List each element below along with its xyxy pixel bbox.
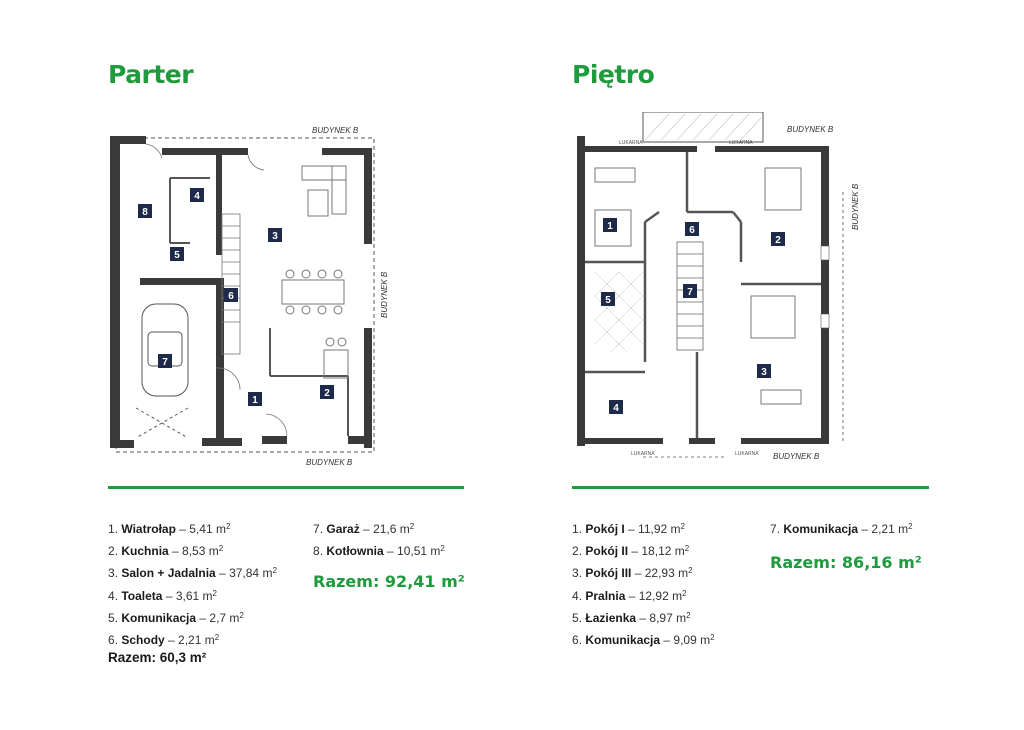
svg-text:4: 4 (613, 403, 619, 414)
pietro-heading: Piętro (572, 60, 655, 89)
list-item: 3. Pokój III – 22,93 m2 (572, 566, 693, 581)
first-floor-plan: 1 2 3 4 5 6 7 BUDYNEK B BUDYNEK B BUDYNE… (577, 112, 860, 461)
divider-pietro (572, 486, 929, 489)
list-item: 2. Pokój II – 18,12 m2 (572, 544, 690, 559)
list-item: 5. Komunikacja – 2,7 m2 (108, 610, 244, 625)
svg-text:8: 8 (142, 207, 148, 218)
list-item: 1. Pokój I – 11,92 m2 (572, 522, 685, 536)
list-item: 5. Łazienka – 8,97 m2 (572, 610, 691, 625)
room-list-pietro: 1. Pokój I – 11,92 m2 2. Pokój II – 18,1… (572, 517, 715, 650)
svg-text:6: 6 (689, 225, 695, 236)
label-lukarna-top-left: LUKARNA (619, 140, 643, 146)
label-lukarna-top-right: LUKARNA (729, 140, 753, 146)
total-parter-house: Razem: 60,3 m² (108, 650, 207, 665)
label-lukarna-bottom-right: LUKARNA (735, 451, 759, 457)
room-list-pietro-extra: 7. Komunikacja – 2,21 m2 (770, 517, 913, 539)
label-budynek-top: BUDYNEK B (312, 126, 359, 135)
room-badge-parter: 1 2 3 4 5 6 7 8 (138, 188, 334, 406)
total-parter-all: Razem: 92,41 m² (313, 572, 465, 591)
svg-text:6: 6 (228, 291, 234, 302)
label-budynek-top: BUDYNEK B (787, 125, 834, 134)
list-item: 1. Wiatrołap – 5,41 m2 (108, 522, 231, 536)
total-pietro: Razem: 86,16 m² (770, 553, 922, 572)
svg-text:5: 5 (605, 295, 611, 306)
list-item: 4. Toaleta – 3,61 m2 (108, 588, 217, 603)
svg-text:1: 1 (607, 221, 613, 232)
svg-text:2: 2 (324, 388, 330, 399)
list-item: 4. Pralnia – 12,92 m2 (572, 588, 687, 603)
divider-parter (108, 486, 464, 489)
ground-floor-plan: 1 2 3 4 5 6 7 8 BUDYNEK B BUDYNEK B BUDY… (110, 126, 389, 467)
svg-text:7: 7 (162, 357, 168, 368)
parter-heading: Parter (108, 60, 194, 89)
room-list-parter: 1. Wiatrołap – 5,41 m2 2. Kuchnia – 8,53… (108, 517, 277, 650)
list-item: 7. Garaż – 21,6 m2 (313, 522, 415, 536)
svg-text:7: 7 (687, 287, 693, 298)
svg-text:4: 4 (194, 191, 200, 202)
list-item: 6. Komunikacja – 9,09 m2 (572, 633, 715, 648)
svg-text:5: 5 (174, 250, 180, 261)
list-item: 7. Komunikacja – 2,21 m2 (770, 522, 913, 536)
label-lukarna-bottom-left: LUKARNA (631, 451, 655, 457)
list-item: 2. Kuchnia – 8,53 m2 (108, 544, 224, 559)
label-budynek-bottom: BUDYNEK B (306, 458, 353, 467)
label-budynek-right: BUDYNEK B (851, 183, 860, 230)
list-item: 8. Kotłownia – 10,51 m2 (313, 544, 445, 559)
svg-text:3: 3 (272, 231, 278, 242)
label-budynek-right: BUDYNEK B (380, 271, 389, 318)
list-item: 6. Schody – 2,21 m2 (108, 633, 220, 648)
list-item: 3. Salon + Jadalnia – 37,84 m2 (108, 566, 277, 581)
label-budynek-bottom: BUDYNEK B (773, 452, 820, 461)
svg-text:1: 1 (252, 395, 258, 406)
room-list-parter-extra: 7. Garaż – 21,6 m2 8. Kotłownia – 10,51 … (313, 517, 445, 561)
svg-text:2: 2 (775, 235, 781, 246)
room-badge-pietro: 1 2 3 4 5 6 7 (601, 218, 785, 414)
svg-text:3: 3 (761, 367, 767, 378)
